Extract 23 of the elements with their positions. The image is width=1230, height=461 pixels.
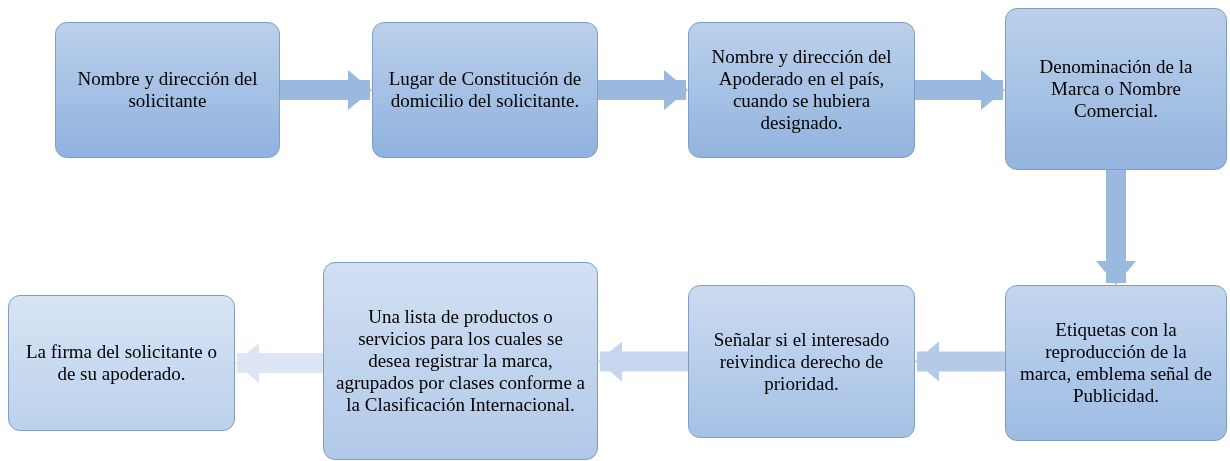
process-box <box>1005 8 1227 170</box>
box-text: Nombre y dirección del Apoderado en el país, cuando se hubiera designado. <box>710 46 893 134</box>
box-text: Nombre y dirección del solicitante <box>76 68 259 112</box>
process-box <box>55 22 280 158</box>
process-box <box>8 295 235 431</box>
block-arrow <box>280 70 372 110</box>
process-box <box>688 285 915 438</box>
box-text: Señalar si el interesado reivindica derecho de prioridad. <box>712 328 891 395</box>
block-arrow <box>915 70 1005 110</box>
box-text: La firma del solicitante o de su apoderado. <box>25 341 218 385</box>
block-arrow <box>915 341 1005 382</box>
process-box <box>688 22 915 158</box>
box-text: Denominación de la Marca o Nombre Comercial. <box>1038 56 1194 122</box>
box-text: Una lista de productos o servicios para los cuales se desea registrar la marca, agrupados por clases conforme a la Clasificación Internacional. <box>336 306 585 416</box>
box-text: Lugar de Constitución de domicilio del solicitante. <box>387 68 583 112</box>
process-box <box>1005 285 1227 441</box>
box-text: Etiquetas con la reproducción de la marca, emblema señal de Publicidad. <box>1019 319 1213 407</box>
block-arrow <box>1096 170 1136 285</box>
process-box <box>323 262 598 460</box>
block-arrow <box>598 341 688 382</box>
block-arrow <box>235 343 323 383</box>
block-arrow <box>598 70 688 110</box>
process-box <box>372 22 598 158</box>
